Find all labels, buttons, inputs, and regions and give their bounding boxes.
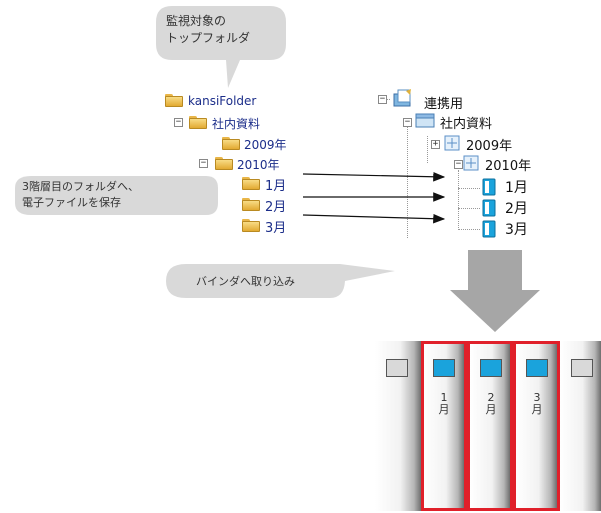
binder-month-1-suffix: 月 [438, 403, 450, 416]
collapse-icon[interactable]: − [199, 158, 208, 168]
binder-label-blue [526, 359, 548, 377]
binder-label-blue [480, 359, 502, 377]
arrow-month-1 [302, 171, 446, 182]
callout-third-level-line2: 電子ファイルを保存 [22, 196, 121, 209]
binder-group-icon [444, 135, 460, 151]
callout-third-level: 3階層目のフォルダへ、 電子ファイルを保存 [22, 179, 139, 211]
folder-icon [222, 137, 240, 150]
left-tree-root-label[interactable]: kansiFolder [188, 94, 257, 108]
binder-month-2-number: 2 [487, 391, 495, 404]
left-tree-month-1-label[interactable]: 1月 [265, 179, 287, 194]
left-tree-month-2-label[interactable]: 2月 [265, 200, 287, 215]
collapse-icon[interactable]: − [454, 159, 463, 169]
folder-icon [242, 177, 260, 190]
folder-icon [165, 94, 183, 107]
left-tree-level1-label[interactable]: 社内資料 [212, 117, 261, 131]
collapse-icon[interactable]: − [403, 117, 412, 127]
binder-label-blue [433, 359, 455, 377]
right-tree-year-2009-label[interactable]: 2009年 [466, 139, 513, 154]
right-tree-year-2010-label[interactable]: 2010年 [485, 159, 532, 174]
binder-month-3-number: 3 [533, 391, 541, 404]
callout-top-folder-line1: 監視対象の [166, 14, 227, 28]
down-arrow-icon [450, 250, 540, 332]
binder-icon [482, 178, 496, 196]
expand-icon[interactable]: + [431, 139, 440, 149]
callout-binder-import: バインダへ取り込み [196, 275, 295, 288]
callout-top-folder: 監視対象の トップフォルダ [166, 13, 250, 47]
binder-label-gray [386, 359, 408, 377]
collapse-icon[interactable]: − [174, 117, 183, 127]
right-tree-month-1-label[interactable]: 1月 [505, 180, 528, 196]
folder-icon [242, 219, 260, 232]
collapse-icon[interactable]: − [378, 94, 387, 104]
left-tree-year-2009-label[interactable]: 2009年 [244, 138, 287, 152]
binder-month-2-suffix: 月 [485, 403, 497, 416]
cabinet-icon [415, 113, 435, 128]
callout-top-folder-line2: トップフォルダ [166, 31, 251, 45]
folder-icon [215, 157, 233, 170]
binder-shelf: 1 月 2 月 3 月 [375, 341, 601, 511]
left-tree-year-2010-label[interactable]: 2010年 [237, 158, 280, 172]
binder-month-3-suffix: 月 [531, 403, 543, 416]
binder-label-gray [571, 359, 593, 377]
right-tree-level1-label[interactable]: 社内資料 [440, 117, 493, 132]
binder-icon [482, 199, 496, 217]
binder-icon [482, 220, 496, 238]
arrow-month-3 [302, 213, 446, 224]
right-tree-month-2-label[interactable]: 2月 [505, 201, 528, 217]
right-tree-month-3-label[interactable]: 3月 [505, 222, 528, 238]
right-tree-root-label[interactable]: 連携用 [424, 97, 464, 112]
binder-month-1-number: 1 [440, 391, 448, 404]
linked-folder-icon [393, 89, 411, 107]
folder-icon [242, 198, 260, 211]
callout-third-level-line1: 3階層目のフォルダへ、 [22, 180, 139, 193]
folder-icon [189, 116, 207, 129]
left-tree-month-3-label[interactable]: 3月 [265, 221, 287, 236]
binder-group-icon [463, 155, 479, 171]
